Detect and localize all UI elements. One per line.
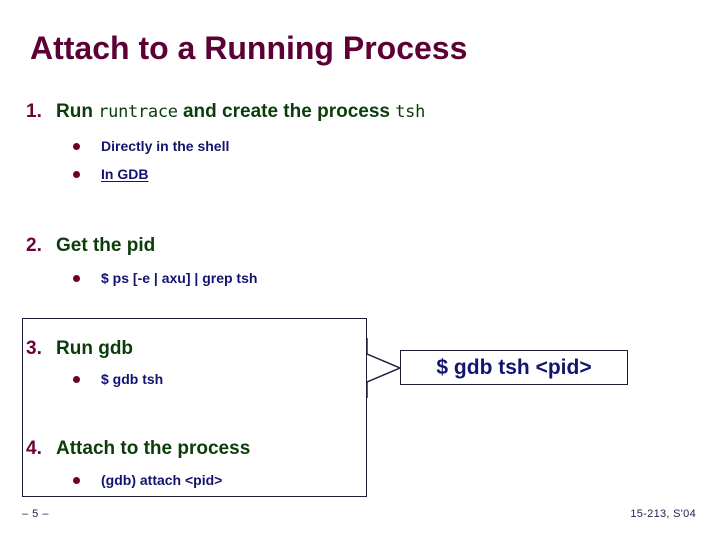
course-label: 15-213, S'04	[630, 508, 696, 520]
heading-part-and-create: and create the process	[177, 101, 396, 122]
list-heading-4: Attach to the process	[56, 438, 251, 459]
list-number-2: 2.	[26, 235, 42, 256]
grouping-box	[22, 318, 367, 497]
list-item-1: 1. Run runtrace and create the process t…	[26, 101, 425, 123]
bullet-dot-icon	[73, 142, 80, 150]
bullet-dot-icon	[73, 170, 80, 178]
list-item-4-sub-1: (gdb) attach <pid>	[73, 472, 222, 488]
list-number-1: 1.	[26, 101, 42, 122]
list-item-2-sub-1: $ ps [-e | axu] | grep tsh	[73, 270, 257, 286]
callout-command-text: $ gdb tsh <pid>	[436, 355, 592, 379]
code-runtrace: runtrace	[98, 102, 178, 122]
bullet-dot-icon	[73, 274, 80, 282]
page-title: Attach to a Running Process	[30, 30, 468, 66]
bullet-dot-icon	[73, 375, 80, 383]
list-item-2: 2. Get the pid	[26, 235, 155, 257]
sub-bullet-label: Directly in the shell	[101, 138, 230, 154]
sub-bullet-label: $ gdb tsh	[101, 371, 164, 387]
callout-box: $ gdb tsh <pid>	[400, 350, 628, 385]
list-item-1-sub-2[interactable]: In GDB	[73, 166, 148, 182]
list-item-3-sub-1: $ gdb tsh	[73, 371, 163, 387]
list-number-4: 4.	[26, 438, 42, 459]
sub-bullet-label: $ ps [-e | axu] | grep tsh	[101, 270, 258, 286]
heading-part-run: Run	[56, 101, 99, 122]
list-heading-1: Run runtrace and create the process tsh	[56, 101, 425, 123]
bullet-dot-icon	[73, 476, 80, 484]
list-item-1-sub-1: Directly in the shell	[73, 138, 229, 154]
list-heading-2: Get the pid	[56, 235, 156, 256]
sub-bullet-label: (gdb) attach <pid>	[101, 472, 223, 488]
list-heading-3: Run gdb	[56, 338, 134, 359]
list-item-3: 3. Run gdb	[26, 338, 133, 360]
list-number-3: 3.	[26, 338, 42, 359]
slide-number: – 5 –	[22, 508, 49, 520]
code-tsh: tsh	[395, 102, 426, 122]
sub-bullet-link-in-gdb[interactable]: In GDB	[101, 166, 149, 182]
list-item-4: 4. Attach to the process	[26, 438, 250, 460]
